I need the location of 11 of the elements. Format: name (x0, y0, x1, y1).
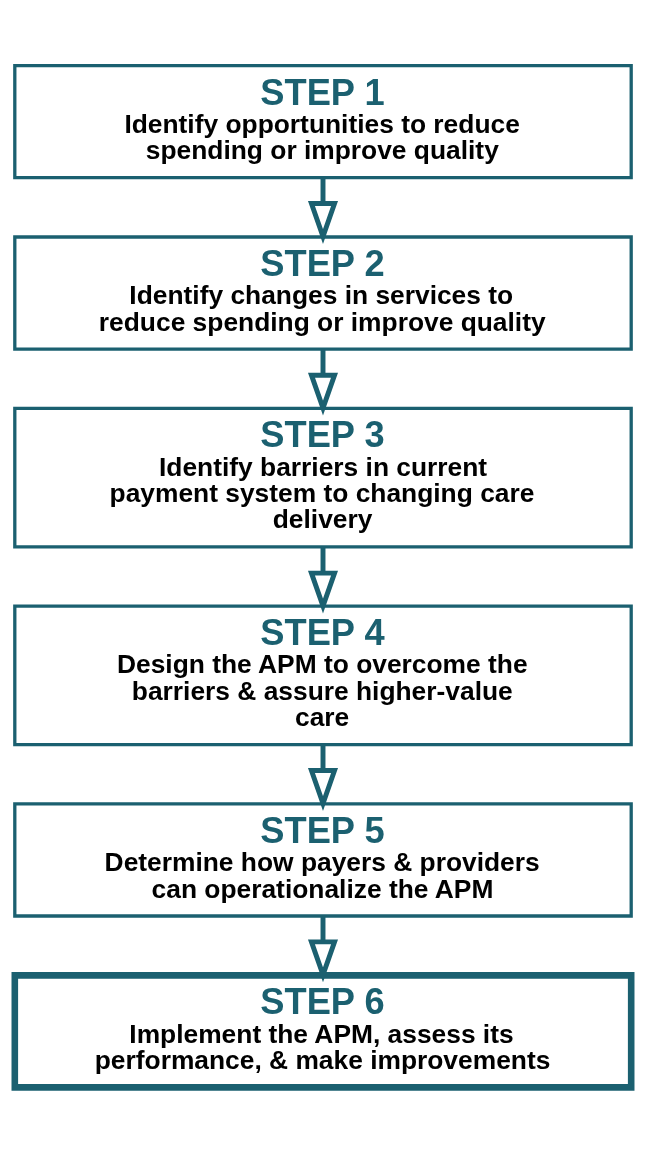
arrow (307, 177, 339, 244)
arrow (307, 744, 339, 811)
node-box: STEP 6 Implement the APM, assess its performance, & make improvements (11, 971, 635, 1091)
arrow (307, 348, 339, 416)
node-box: STEP 2 Identify changes in services to reduce spending or improve quality (13, 234, 633, 351)
node-box: STEP 3 Identify barriers in current payment system to changing care delivery (13, 406, 633, 548)
node-box: STEP 1 Identify opportunities to reduce spending or improve quality (13, 63, 633, 179)
arrow (307, 546, 339, 614)
node-box: STEP 4 Design the APM to overcome the barriers & assure higher-value care (13, 604, 633, 746)
node-box: STEP 5 Determine how payers & providers can operationalize the APM (13, 801, 633, 918)
arrow (307, 915, 339, 982)
